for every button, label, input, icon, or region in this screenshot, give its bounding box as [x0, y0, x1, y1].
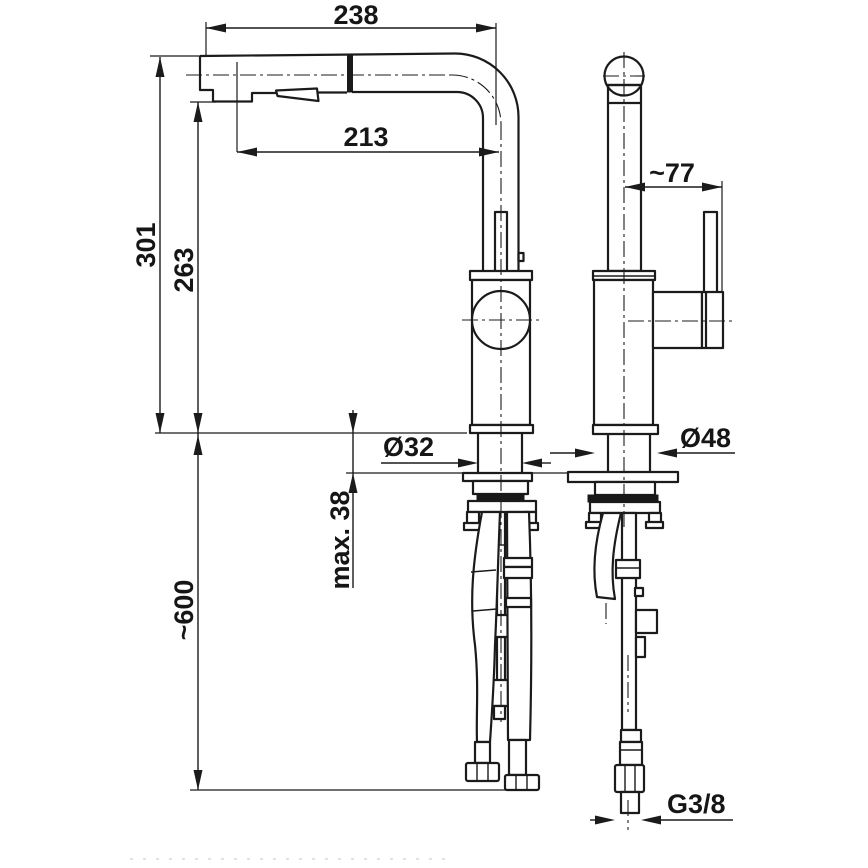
spout-inner-edge — [352, 90, 485, 271]
front-underdeck — [461, 433, 541, 792]
side-view — [566, 52, 732, 830]
hose-coupling-right-1 — [502, 556, 534, 569]
hose-neck-left — [473, 740, 492, 765]
spout-axis-bend — [451, 74, 502, 125]
dim-label-g38: G3/8 — [667, 789, 726, 819]
lever-rod-side — [702, 210, 719, 296]
lever-housing — [651, 290, 704, 350]
mounting-bracket-side — [588, 500, 662, 515]
hex-nut-right — [503, 773, 541, 792]
mounting-plate-front — [461, 471, 534, 483]
supply-hose-left — [464, 510, 502, 783]
dim-max-deck-thickness: max. 38 — [325, 410, 358, 590]
supply-hose-side — [613, 511, 659, 815]
hose-valve-box — [634, 608, 659, 635]
bracket-foot-side-right — [644, 520, 665, 530]
dim-label-max38: max. 38 — [325, 490, 355, 589]
supply-hose-right — [502, 510, 541, 792]
front-centerlines — [186, 74, 540, 722]
dim-body-diameter: Ø48 — [550, 423, 735, 458]
base-ring-side — [591, 423, 660, 436]
dim-hose-length: ~600 — [169, 433, 533, 791]
front-view — [186, 52, 541, 792]
side-underdeck — [566, 434, 680, 815]
pullout-hose-side — [593, 511, 623, 601]
hose-neck-side — [618, 740, 644, 767]
dim-connection-thread: G3/8 — [590, 789, 733, 825]
dim-label-301: 301 — [131, 222, 161, 267]
hose-coupling-side — [614, 558, 642, 580]
pullout-spray-head — [198, 52, 520, 271]
dim-lever-offset: ~77 — [625, 158, 723, 293]
spout-outer-edge — [199, 52, 520, 271]
lever-housing-cap — [700, 290, 725, 350]
hose-tab-small — [633, 586, 645, 598]
hex-nut-side — [613, 763, 646, 794]
dim-label-213: 213 — [343, 122, 388, 152]
dim-total-height: 301 — [131, 55, 206, 433]
dim-label-77: ~77 — [649, 158, 695, 188]
riser-clip-front — [517, 251, 525, 263]
thread-end-g38 — [619, 790, 641, 815]
spray-head-joint — [347, 53, 353, 93]
hose-band-right — [504, 596, 533, 609]
dim-label-263: 263 — [169, 247, 199, 292]
spray-head-release-clip — [274, 87, 320, 103]
dim-label-d32: Ø32 — [383, 432, 434, 462]
mounting-plate-side — [566, 470, 680, 484]
dim-spout-reach: 213 — [236, 62, 499, 157]
hose-tab-lower — [634, 635, 647, 659]
hose-collar-side — [619, 728, 643, 744]
dim-outlet-height: 263 — [169, 101, 216, 433]
dim-label-238: 238 — [333, 0, 378, 30]
dim-label-d48: Ø48 — [680, 423, 731, 453]
dimension-annotations: 238 213 301 263 — [131, 0, 735, 825]
stud-tip — [492, 704, 507, 721]
mounting-spacer-side — [593, 480, 657, 497]
mounting-bracket-front — [466, 499, 538, 514]
hex-nut-left — [464, 761, 501, 783]
dim-total-reach: 238 — [205, 0, 497, 125]
hose-neck-right — [507, 738, 528, 777]
side-centerlines — [603, 52, 732, 830]
dim-shank-diameter: Ø32 — [381, 432, 551, 468]
dim-label-600: ~600 — [169, 580, 199, 641]
spray-head-nozzle-profile — [198, 56, 276, 103]
hose-coupling-right-2 — [502, 565, 534, 580]
